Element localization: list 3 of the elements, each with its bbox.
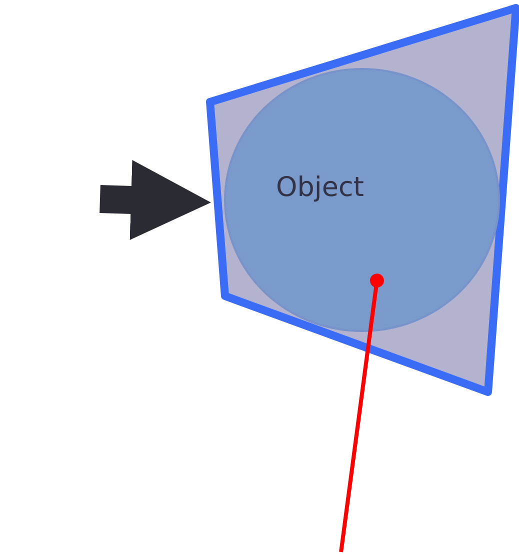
block-arrow bbox=[100, 160, 211, 240]
node-label: Object bbox=[276, 172, 364, 203]
ray-line bbox=[339, 274, 384, 552]
